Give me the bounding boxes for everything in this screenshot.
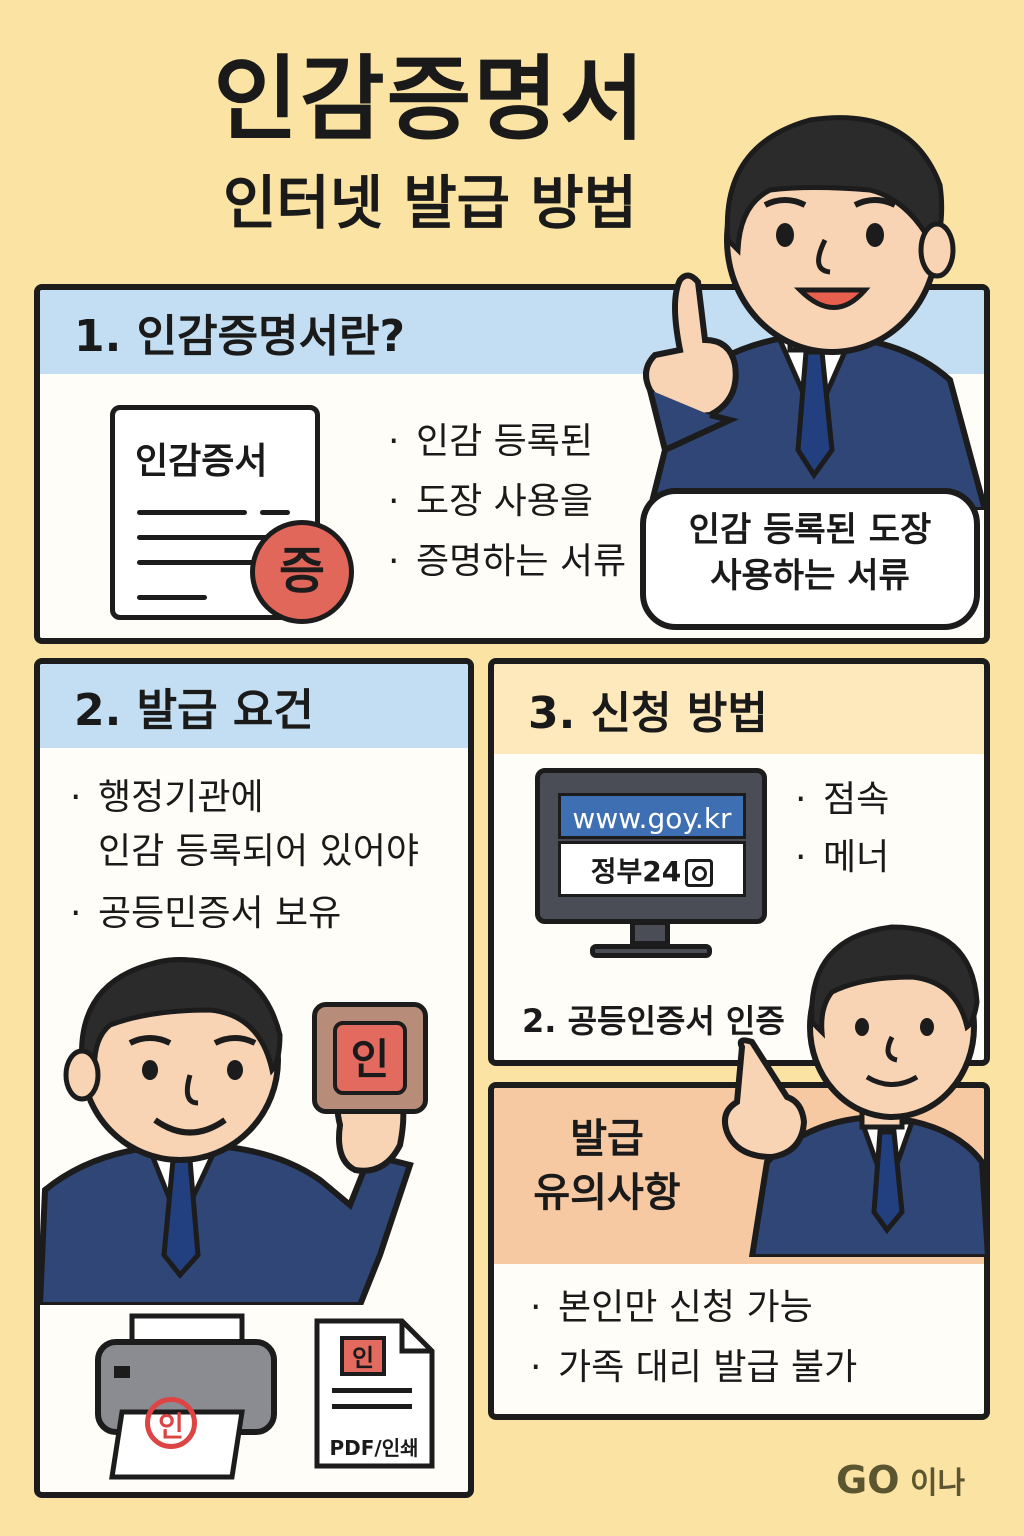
seal-icon: 증 [250,520,354,624]
list-item-continued: 인감 등록되어 있어야 [98,831,419,872]
list-item: ·메너 [795,837,890,878]
printer-icon [95,1313,277,1480]
presenter-man-bottom [722,924,988,1257]
monitor-base [590,944,712,958]
list-item: ·인감 등록된 [388,421,594,462]
panel-how-to-apply-heading: 3. 신청 방법 [494,664,984,754]
monitor-stand [630,920,670,946]
speech-line-1: 인감 등록된 도장 [688,510,932,550]
list-item: ·행정기관에 [70,777,264,818]
list-item: ·도장 사용을 [388,481,594,522]
monitor-icon: www.goy.kr 정부24 [535,768,767,924]
url-bar: www.goy.kr [558,793,746,839]
brand-go: GO [836,1458,900,1502]
page-title: 인감증명서 [213,46,647,153]
stamp-char: 인 [333,1021,407,1095]
step-2-text: 2. 공등인증서 인증 [522,1002,785,1040]
list-item: ·증명하는 서류 [388,541,627,582]
stamp-icon: 인 [312,1002,428,1114]
printer-seal-char: 인 [145,1397,197,1449]
search-icon [685,859,714,887]
pdf-stamp-char: 인 [340,1336,386,1376]
list-item: ·가족 대리 발급 불가 [530,1347,858,1388]
pdf-label: PDF/인쇄 [329,1436,419,1460]
brand-logo: GO 이나 [836,1458,965,1502]
panel-requirements-heading: 2. 발급 요건 [40,664,468,748]
speech-bubble: 인감 등록된 도장 사용하는 서류 [640,488,980,630]
brand-name: 이나 [909,1466,966,1501]
page-subtitle: 인터넷 발급 방법 [223,169,637,237]
list-item: ·본인만 신청 가능 [530,1287,813,1328]
panel-notes-heading: 발급 유의사항 [533,1116,681,1216]
list-item: ·점속 [795,779,890,820]
gov24-search: 정부24 [558,841,746,897]
presenter-man-top [643,115,989,510]
document-title: 인감증서 [135,441,268,482]
speech-line-2: 사용하는 서류 [710,555,910,596]
list-item: ·공등민증서 보유 [70,893,342,934]
